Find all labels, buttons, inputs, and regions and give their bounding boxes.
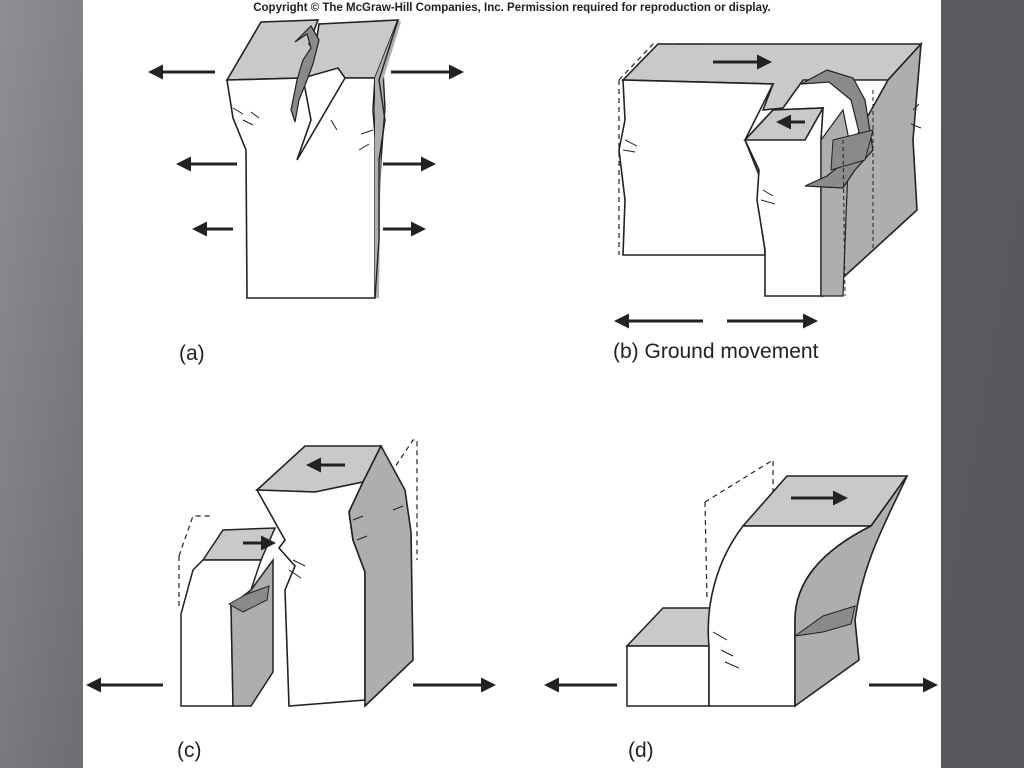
copyright-notice: Copyright © The McGraw-Hill Companies, I… — [253, 2, 771, 14]
pipe-deformation-diagram — [86, 19, 938, 708]
panel-d-label: (d) — [628, 739, 654, 762]
figure-slide: Copyright © The McGraw-Hill Companies, I… — [83, 0, 941, 768]
panel-b-block — [618, 41, 923, 298]
panel-c-blocks — [178, 439, 418, 708]
panel-a-arrows — [148, 64, 464, 237]
panel-c-crack-left — [227, 585, 270, 613]
panel-d-block — [625, 458, 909, 708]
panel-b-label: (b) Ground movement — [613, 340, 819, 363]
panel-c-label: (c) — [177, 739, 202, 762]
panel-d-crack — [794, 605, 856, 637]
panel-a-crack — [290, 25, 320, 123]
panel-a-label: (a) — [179, 342, 205, 365]
panel-a-block — [225, 19, 401, 299]
